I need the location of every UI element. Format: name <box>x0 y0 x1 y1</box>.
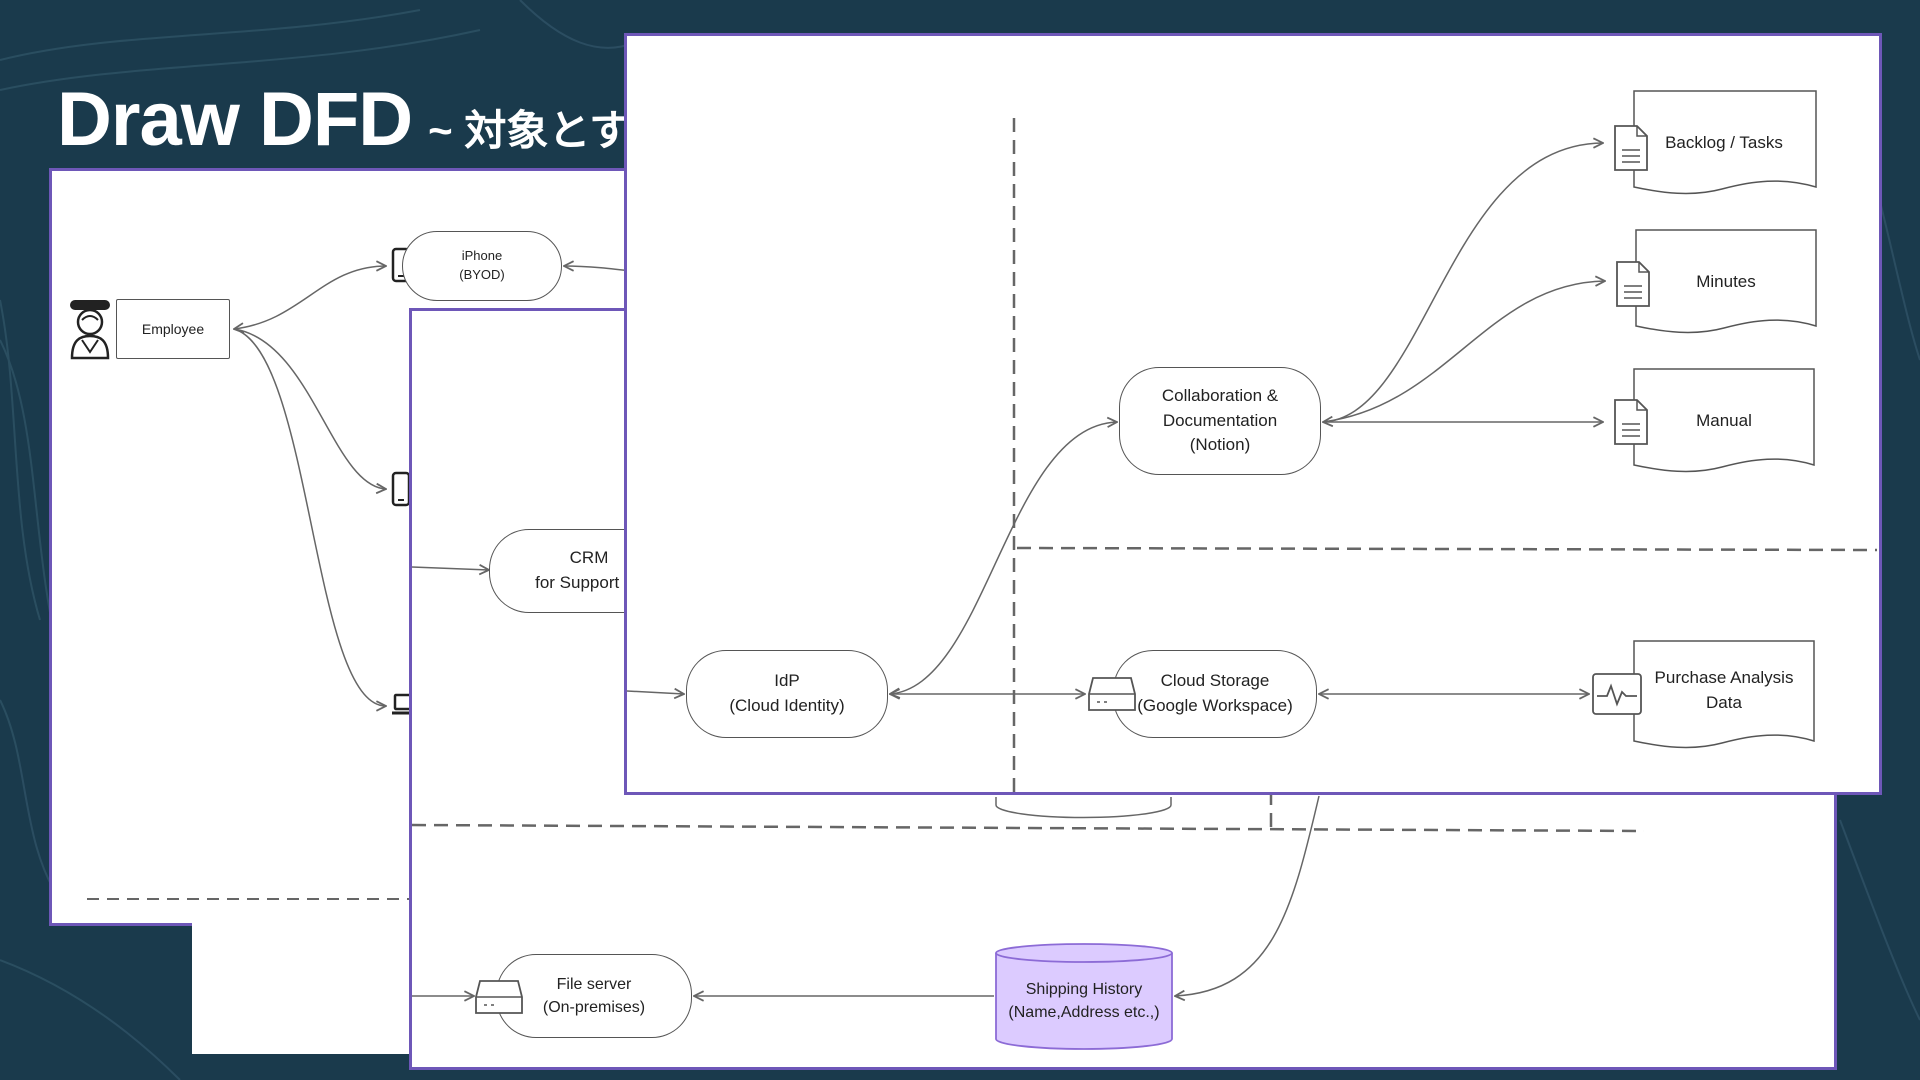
cloud-storage-label-line2: (Google Workspace) <box>1137 696 1293 715</box>
minutes-label: Minutes <box>1696 272 1756 291</box>
backlog-document-shape <box>1633 90 1817 195</box>
flow-into-idp <box>626 691 684 694</box>
flow-to-crm <box>411 567 489 570</box>
background-panel-fragment <box>192 920 452 1054</box>
iphone-label-line1: iPhone <box>461 248 503 264</box>
panel3-connectors <box>626 118 1878 796</box>
hidden-store-base <box>995 797 1172 819</box>
manual-document-shape <box>1633 368 1815 473</box>
file-server-label-line2: (On-premises) <box>542 999 646 1016</box>
document-icon <box>1616 261 1650 307</box>
trust-boundary-dashed <box>411 823 1645 833</box>
panel1-connectors <box>87 171 753 900</box>
shipping-history-label-line2: (Name,Address etc.,) <box>1008 1004 1160 1022</box>
flow-employee-to-iphone <box>234 266 386 329</box>
collaboration-label-line3: (Notion) <box>1189 435 1251 455</box>
minutes-document-shape <box>1635 229 1817 334</box>
file-server-process: File server (On-premises) <box>496 954 692 1038</box>
flow-collaboration-to-backlog <box>1323 143 1603 422</box>
cloud-storage-process: Cloud Storage (Google Workspace) <box>1113 650 1317 738</box>
manual-store: Manual <box>1634 409 1814 434</box>
idp-process: IdP (Cloud Identity) <box>686 650 888 738</box>
flow-idp-to-collaboration <box>890 422 1117 694</box>
idp-label-line2: (Cloud Identity) <box>729 696 845 715</box>
flow-collaboration-to-minutes <box>1322 281 1605 423</box>
purchase-analysis-store: Purchase Analysis Data <box>1634 666 1814 715</box>
crm-label-line2: for Support de <box>535 573 643 592</box>
database-icon <box>995 943 1173 1050</box>
flow-to-shipping-history <box>1175 795 1320 996</box>
iphone-process: iPhone (BYOD) <box>402 231 562 301</box>
purchase-label-line2: Data <box>1706 692 1742 712</box>
collaboration-label-line1: Collaboration & <box>1161 386 1279 406</box>
person-icon <box>70 300 110 360</box>
shipping-history-store: Shipping History (Name,Address etc.,) <box>994 978 1174 1024</box>
backlog-tasks-label: Backlog / Tasks <box>1665 133 1783 152</box>
purchase-label-line1: Purchase Analysis <box>1654 668 1794 687</box>
minutes-store: Minutes <box>1636 270 1816 295</box>
flow-employee-to-device-2 <box>233 328 386 489</box>
dfd-panel-cloud-services: IdP (Cloud Identity) Collaboration & Doc… <box>624 33 1882 796</box>
document-icon <box>1614 399 1648 445</box>
cloud-storage-label-line1: Cloud Storage <box>1160 671 1270 691</box>
flow-employee-to-laptop <box>233 328 386 706</box>
iphone-label-line2: (BYOD) <box>459 267 505 282</box>
collaboration-process: Collaboration & Documentation (Notion) <box>1119 367 1321 475</box>
purchase-data-document-shape <box>1633 640 1815 749</box>
manual-label: Manual <box>1696 411 1752 430</box>
activity-chart-icon <box>1592 673 1642 715</box>
backlog-tasks-store: Backlog / Tasks <box>1634 131 1814 156</box>
smartphone-icon <box>391 471 411 507</box>
server-icon <box>1088 677 1136 711</box>
idp-label-line1: IdP <box>774 671 800 691</box>
employee-label: Employee <box>141 320 205 337</box>
collaboration-label-line2: Documentation <box>1162 410 1278 430</box>
shipping-history-label-line1: Shipping History <box>1025 981 1143 998</box>
slide-title-subtitle: ~ 対象とす <box>428 107 632 154</box>
panel2-connectors <box>411 311 1645 1073</box>
slide-title: Draw DFD ~ 対象とす <box>57 76 631 163</box>
file-server-label-line1: File server <box>556 975 632 993</box>
server-icon <box>475 980 523 1014</box>
document-icon <box>1614 125 1648 171</box>
slide-title-main: Draw DFD <box>57 77 413 162</box>
employee-entity: Employee <box>116 299 230 359</box>
crm-label-line1: CRM <box>569 548 609 568</box>
trust-boundary-dashed-horizontal <box>1016 546 1878 552</box>
